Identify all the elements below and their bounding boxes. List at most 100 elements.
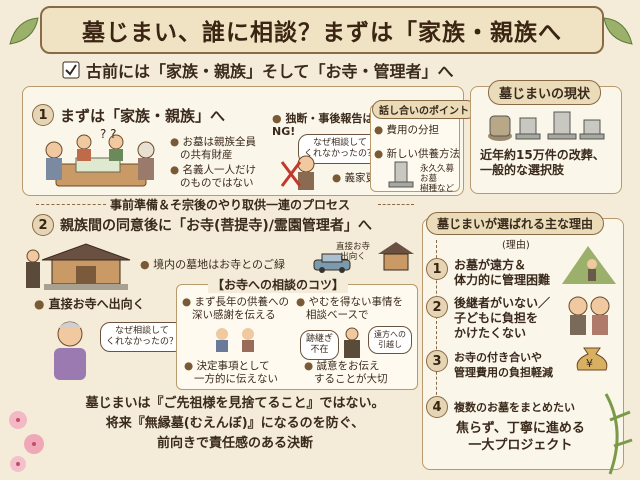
money-bag-icon: ¥ — [576, 347, 608, 371]
point1-text: お墓は親族全員 — [182, 136, 257, 148]
footer-line3: 前向きで責任感のある決断 — [156, 436, 313, 451]
title-banner: 墓じまい、誰に相談？まずは「家族・親族へ — [40, 6, 604, 54]
tip1b-text: 深い感謝を伝える — [192, 309, 276, 321]
status-text: 近年約15万件の改葬、一般的な選択肢 — [480, 148, 605, 178]
status-line2: 一般的な選択肢 — [480, 163, 565, 177]
elderly-couple-illustration — [568, 296, 610, 335]
family-illustration: ? ? — [45, 128, 155, 187]
intro-text: 古前には「家族・親族」そして「お寺・管理者」へ — [86, 62, 454, 81]
step2-heading: 親族間の同意後に「お寺(菩提寺)/霊園管理者」へ — [60, 218, 372, 234]
closing-line1: 焦らず、丁寧に進める — [456, 421, 585, 436]
svg-text:? ?: ? ? — [100, 128, 117, 141]
reason4-line1: 複数のお墓をまとめたい — [454, 400, 575, 414]
svg-text:¥: ¥ — [586, 357, 593, 370]
gravestone-icon — [388, 161, 414, 188]
leaf-icon — [9, 17, 39, 45]
talk2-text: 新しい供養方法 — [386, 148, 461, 160]
bowing-people-illustration — [216, 328, 254, 352]
visit-bubble: なぜ相談してくれなかったの？ — [100, 322, 185, 352]
talk1-text: 費用の分担 — [386, 124, 440, 136]
reason-number: 3 — [426, 350, 448, 372]
cross-person-illustration — [280, 155, 315, 190]
talk3a-text: 永久久募 — [420, 164, 455, 174]
reason-item: 3 お寺の付き合いや管理費用の負担軽減 — [426, 350, 553, 380]
status-line1: 近年約15万件の改葬、 — [480, 148, 605, 162]
temple-illustration — [41, 243, 131, 290]
visit-label: ● 直接お寺へ出向く — [34, 297, 145, 311]
step2-number: 2 — [32, 214, 54, 236]
move-line1: 遠方への — [374, 330, 406, 339]
reason-item: 2 後継者がいない／子どもに負担をかけたくない — [426, 296, 550, 341]
checklist-icon — [62, 61, 80, 79]
warn1-text: 独断・事後報告は — [285, 112, 374, 125]
closing-line2: 一大プロジェクト — [468, 438, 573, 453]
elder-woman-illustration — [54, 321, 86, 380]
succession-line2: 不在 — [310, 345, 329, 355]
cherry-blossom-icon — [9, 411, 44, 472]
bubble-line1: なぜ相談して — [313, 138, 367, 148]
page-title: 墓じまい、誰に相談？まずは「家族・親族へ — [82, 20, 562, 46]
tip2a-text: やむを得ない事情を — [308, 296, 404, 308]
temple-note-text: 境内の墓地はお寺とのご緑 — [153, 258, 285, 271]
reasons-title: 墓じまいが選ばれる主な理由 — [426, 212, 605, 235]
visit-bubble-line1: なぜ相談して — [115, 326, 169, 336]
visit-bubble-line2: くれなかったの？ — [106, 337, 179, 347]
point1b-text: の共有財産 — [180, 149, 233, 161]
tip3: ● 決定事項として一方的に伝えない — [184, 360, 278, 385]
move-line2: 引越し — [378, 340, 402, 349]
reason2-line3: かけたくない — [454, 326, 527, 340]
reason-number: 1 — [426, 258, 448, 280]
reasons-closing: 焦らず、丁寧に進める一大プロジェクト — [456, 420, 585, 454]
reason1-line2: 体力的に管理困難 — [454, 273, 551, 287]
step2-header: 2 親族間の同意後に「お寺(菩提寺)/霊園管理者」へ — [32, 214, 372, 236]
step1-number: 1 — [32, 104, 54, 126]
monk-icon — [26, 249, 40, 288]
reasons-subtitle: (理由) — [502, 240, 530, 251]
talk3b-text: お墓 — [420, 174, 438, 184]
reason-number: 2 — [426, 296, 448, 318]
temple-note: ● 境内の墓地はお寺とのご緑 — [140, 258, 285, 271]
status-title: 墓じまいの現状 — [488, 80, 602, 105]
reason2-line1: 後継者がいない／ — [454, 296, 551, 310]
talk-point3: 永久久募お墓樹種など — [420, 164, 454, 194]
succession-line1: 跡継ぎ — [306, 334, 334, 344]
direct-label: 直接お寺出向く — [336, 242, 370, 262]
step1-point2: ● 名義人一人だけのものではない — [170, 164, 257, 189]
footer-message: 墓じまいは『ご先祖様を見捨てること』ではない。 将来『無縁墓(むえんぼ)』になる… — [60, 394, 410, 454]
tip2b-text: 相談ベースで — [306, 309, 369, 321]
tip3b-text: 一方的に伝えない — [194, 373, 278, 385]
hiker-illustration — [562, 246, 616, 284]
tip2: ● やむを得ない事情を相談ベースで — [296, 296, 404, 321]
tip3a-text: 決定事項として — [196, 360, 270, 372]
intro-row: 古前には「家族・親族」そして「お寺・管理者」へ — [62, 58, 454, 82]
tips-title: 【お寺への相談のコツ】 — [208, 276, 349, 293]
process-label: 事前準備＆そ宗後のやり取供一連のプロセス — [110, 198, 351, 212]
reasons-timeline — [436, 240, 437, 410]
step1-header: 1 まずは「家族・親族」へ — [32, 104, 225, 126]
monk-icon — [344, 327, 360, 358]
talk-point1: ● 費用の分担 — [374, 124, 440, 136]
tip4b-text: することが大切 — [314, 373, 388, 385]
temple-small-icon — [378, 242, 414, 271]
step1-point1: ● お墓は親族全員の共有財産 — [170, 136, 257, 161]
leaf-icon — [603, 17, 633, 45]
divider — [36, 204, 106, 205]
succession-bubble: 跡継ぎ不在 — [300, 330, 340, 360]
graves-illustration — [488, 111, 605, 141]
point2b-text: のものではない — [180, 177, 254, 189]
reason3-line2: 管理費用の負担軽減 — [454, 366, 553, 379]
talk3c-text: 樹種など — [420, 184, 455, 194]
reason-item: 1 お墓が遠方＆体力的に管理困難 — [426, 258, 550, 288]
reason3-line1: お寺の付き合いや — [454, 351, 542, 364]
visit-text: 直接お寺へ出向く — [48, 297, 145, 311]
footer-line1: 墓じまいは『ご先祖様を見捨てること』ではない。 — [85, 396, 385, 411]
direct-label2: 出向く — [340, 252, 366, 262]
reason-item: 4 複数のお墓をまとめたい — [426, 396, 575, 418]
step1-heading: まずは「家族・親族」へ — [60, 106, 226, 125]
divider — [378, 204, 414, 205]
talk-point2: ● 新しい供養方法 — [374, 148, 461, 160]
reason2-line2: 子どもに負担を — [454, 311, 539, 325]
point2-text: 名義人一人だけ — [182, 164, 257, 176]
tip1a-text: まず長年の供養への — [194, 296, 290, 308]
